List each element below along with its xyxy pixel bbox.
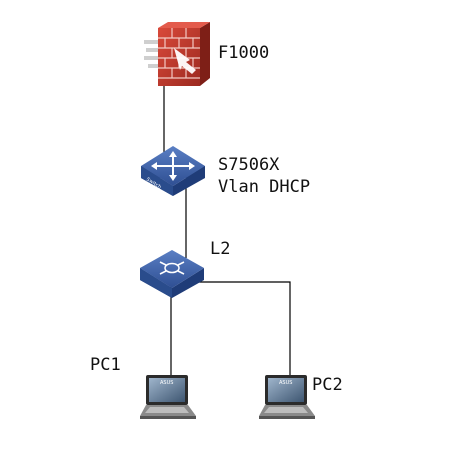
core-switch-label-line2: Vlan DHCP [218, 177, 310, 197]
layer3-switch-icon: Switch [141, 146, 205, 196]
firewall-label: F1000 [218, 43, 269, 63]
link-access-pc2 [192, 281, 291, 382]
laptop-brand: ASUS [279, 380, 292, 386]
pc1-label: PC1 [90, 355, 121, 375]
layer2-switch-icon [140, 250, 204, 298]
access-switch-label: L2 [210, 239, 230, 259]
firewall-icon [144, 22, 210, 86]
laptop-icon: ASUS [140, 375, 196, 419]
laptop-icon: ASUS [259, 375, 315, 419]
core-switch-label-line1: S7506X [218, 155, 280, 175]
laptop-brand: ASUS [160, 380, 173, 386]
pc2-label: PC2 [312, 375, 343, 395]
links [163, 86, 291, 382]
